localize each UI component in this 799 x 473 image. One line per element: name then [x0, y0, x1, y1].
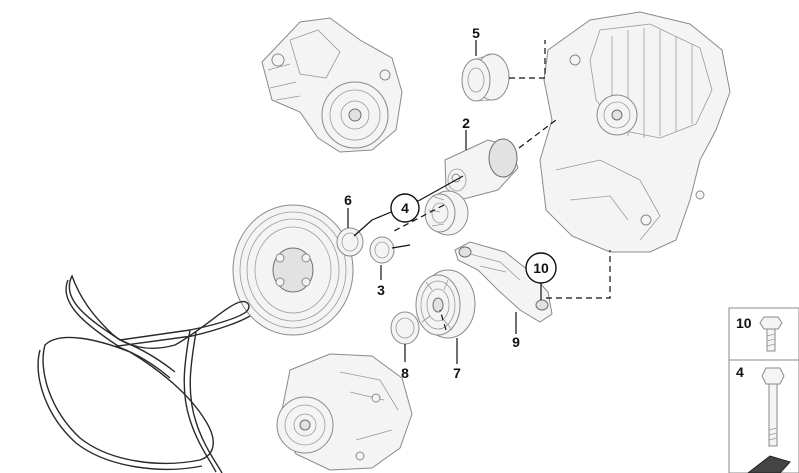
alternator [539, 11, 731, 253]
cover-cap-6 [336, 227, 364, 257]
callout-10: 10 [533, 260, 549, 276]
bracket-9 [454, 241, 553, 323]
callout-2: 2 [462, 115, 470, 131]
legend-panel: 10 4 [728, 307, 799, 473]
vibration-damper [232, 204, 354, 336]
water-pump-upper [261, 17, 403, 153]
corner-arrow-icon [747, 455, 791, 473]
callout-5: 5 [472, 25, 480, 41]
callout-7: 7 [453, 365, 461, 381]
callout-9: 9 [512, 334, 520, 350]
power-steering-pump [276, 353, 413, 471]
tensioner-pulley [424, 190, 469, 236]
callout-4-circle [390, 193, 420, 223]
cover-cap-8 [390, 311, 420, 345]
callout-6: 6 [344, 192, 352, 208]
cover-cap-3 [369, 236, 395, 264]
callout-8: 8 [401, 365, 409, 381]
legend-label-10: 10 [736, 315, 752, 331]
callout-4: 4 [401, 200, 409, 216]
drive-belt [37, 274, 251, 473]
legend-label-4: 4 [736, 364, 744, 380]
bolt-short-icon [759, 316, 783, 352]
belt-tensioner-2 [444, 138, 519, 201]
idler-pulley-7 [415, 269, 476, 339]
deflection-pulley-5 [461, 53, 510, 102]
bolt-long-icon [761, 367, 785, 447]
callout-3: 3 [377, 282, 385, 298]
callout-10-circle [525, 252, 557, 284]
